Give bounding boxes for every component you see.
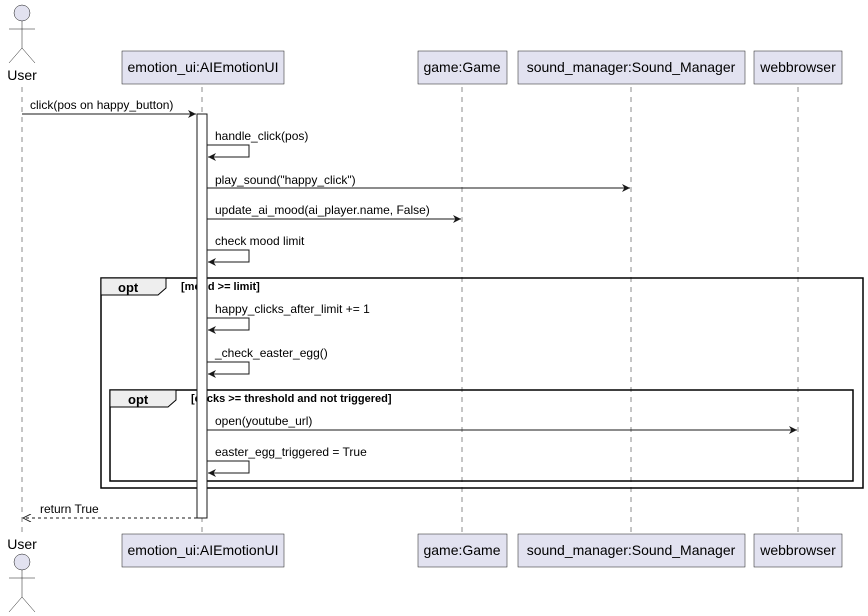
- participant-label: game:Game: [423, 59, 500, 75]
- message-easter-egg-triggered: easter_egg_triggered = True: [207, 445, 367, 477]
- user-actor-bottom: User: [7, 536, 37, 613]
- message-label: play_sound("happy_click"): [215, 173, 356, 187]
- activation-bar-emotion-ui: [196, 113, 208, 519]
- participant-label: sound_manager:Sound_Manager: [527, 542, 736, 558]
- message-handle-click: handle_click(pos): [207, 129, 308, 161]
- message-click: click(pos on happy_button): [22, 98, 196, 118]
- opt-fragment-inner-guard: [clicks >= threshold and not triggered]: [191, 393, 392, 405]
- message-label: easter_egg_triggered = True: [215, 445, 367, 459]
- participant-label: webbrowser: [759, 542, 836, 558]
- participant-label: game:Game: [423, 542, 500, 558]
- message-label: _check_easter_egg(): [214, 346, 328, 360]
- opt-fragment-inner: opt [clicks >= threshold and not trigger…: [109, 389, 854, 482]
- stick-figure-icon: [8, 553, 36, 613]
- stick-figure-icon: [8, 4, 36, 64]
- message-label: click(pos on happy_button): [30, 98, 173, 112]
- message-label: handle_click(pos): [215, 129, 308, 143]
- message-label: open(youtube_url): [215, 414, 312, 428]
- message-play-sound: play_sound("happy_click"): [207, 173, 630, 192]
- participant-sound-manager-top: sound_manager:Sound_Manager: [517, 50, 746, 85]
- message-label: check mood limit: [215, 234, 305, 248]
- participant-emotion-ui-top: emotion_ui:AIEmotionUI: [121, 50, 285, 85]
- message-label: happy_clicks_after_limit += 1: [215, 302, 370, 316]
- message-check-mood-limit: check mood limit: [207, 234, 305, 266]
- message-happy-clicks-increment: happy_clicks_after_limit += 1: [207, 302, 370, 334]
- opt-fragment-outer-operator: opt: [118, 280, 139, 295]
- participant-label: webbrowser: [759, 59, 836, 75]
- participant-sound-manager-bottom: sound_manager:Sound_Manager: [517, 533, 746, 568]
- message-label: return True: [40, 502, 99, 516]
- participant-label: emotion_ui:AIEmotionUI: [128, 59, 279, 75]
- message-update-ai-mood: update_ai_mood(ai_player.name, False): [207, 203, 461, 223]
- message-open-youtube: open(youtube_url): [207, 414, 797, 434]
- actor-label: User: [7, 67, 37, 83]
- actor-label: User: [7, 536, 37, 552]
- message-label: update_ai_mood(ai_player.name, False): [215, 203, 430, 217]
- participant-game-bottom: game:Game: [417, 533, 508, 568]
- opt-fragment-inner-operator: opt: [128, 392, 149, 407]
- participant-label: emotion_ui:AIEmotionUI: [128, 542, 279, 558]
- user-actor-top: User: [7, 4, 37, 83]
- participant-game-top: game:Game: [417, 50, 508, 85]
- participant-webbrowser-top: webbrowser: [753, 50, 843, 85]
- message-check-easter-egg: _check_easter_egg(): [207, 346, 328, 378]
- participant-emotion-ui-bottom: emotion_ui:AIEmotionUI: [121, 533, 285, 568]
- participant-webbrowser-bottom: webbrowser: [753, 533, 843, 568]
- participant-label: sound_manager:Sound_Manager: [527, 59, 736, 75]
- message-return-true: return True: [23, 502, 197, 518]
- opt-fragment-outer-guard: [mood >= limit]: [181, 281, 260, 293]
